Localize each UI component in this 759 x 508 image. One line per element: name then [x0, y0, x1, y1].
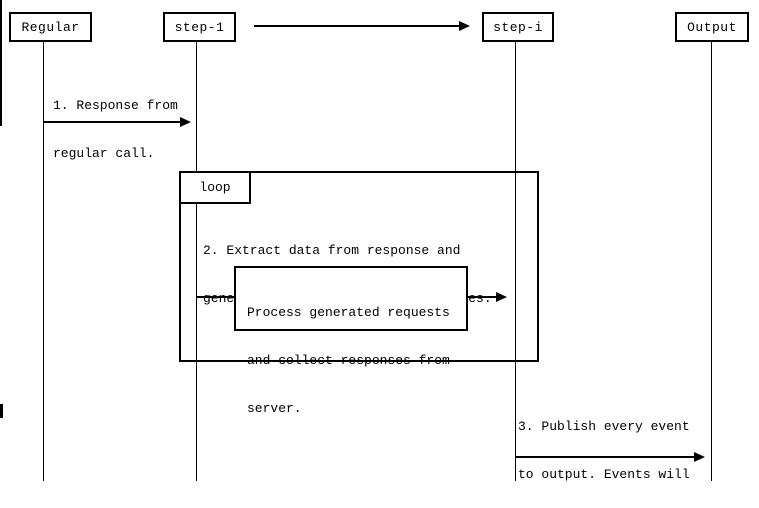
lifeline-output	[711, 42, 712, 481]
participant-label-step-1: step-1	[174, 19, 225, 35]
participant-box-output: Output	[675, 12, 749, 42]
process-box-line-1: Process generated requests	[247, 305, 450, 320]
message-2-line-1: 2. Extract data from response and	[203, 243, 461, 258]
lifeline-regular	[43, 42, 44, 481]
loop-fragment-frame	[179, 171, 539, 362]
left-edge-artifact-middle	[0, 404, 3, 418]
left-edge-artifact-top	[0, 0, 2, 126]
message-3-label: 3. Publish every event to output. Events…	[518, 387, 697, 508]
message-1-label: 1. Response from regular call.	[53, 66, 178, 194]
process-arrowhead-icon	[496, 292, 507, 302]
process-requests-box: Process generated requests and collect r…	[234, 266, 468, 416]
lifeline-step-i	[515, 42, 516, 481]
process-connector-left-line	[196, 296, 234, 298]
message-3-line-2: to output. Events will	[518, 467, 690, 482]
participant-label-output: Output	[687, 19, 737, 35]
participant-label-regular: Regular	[21, 19, 80, 35]
arrowhead-step1-to-stepi-icon	[459, 21, 470, 31]
message-1-line-2: regular call.	[53, 146, 155, 161]
participant-label-step-i: step-i	[493, 19, 543, 35]
message-3-arrowhead-icon	[694, 452, 705, 462]
participant-box-step-i: step-i	[482, 12, 554, 42]
message-1-arrowhead-icon	[180, 117, 191, 127]
process-arrow-right-line	[467, 296, 496, 298]
arrow-line-step1-to-stepi	[254, 25, 459, 27]
message-3-arrow-line	[515, 456, 694, 458]
loop-operator-tab: loop	[179, 171, 251, 204]
message-1-arrow-line	[43, 121, 180, 123]
lifeline-step-1	[196, 42, 197, 481]
loop-operator-label: loop	[199, 180, 231, 195]
process-box-line-2: and collect responses from	[247, 353, 450, 368]
message-3-line-1: 3. Publish every event	[518, 419, 690, 434]
message-1-line-1: 1. Response from	[53, 98, 178, 113]
process-box-line-3: server.	[247, 401, 302, 416]
participant-box-step-1: step-1	[163, 12, 236, 42]
participant-box-regular: Regular	[9, 12, 92, 42]
